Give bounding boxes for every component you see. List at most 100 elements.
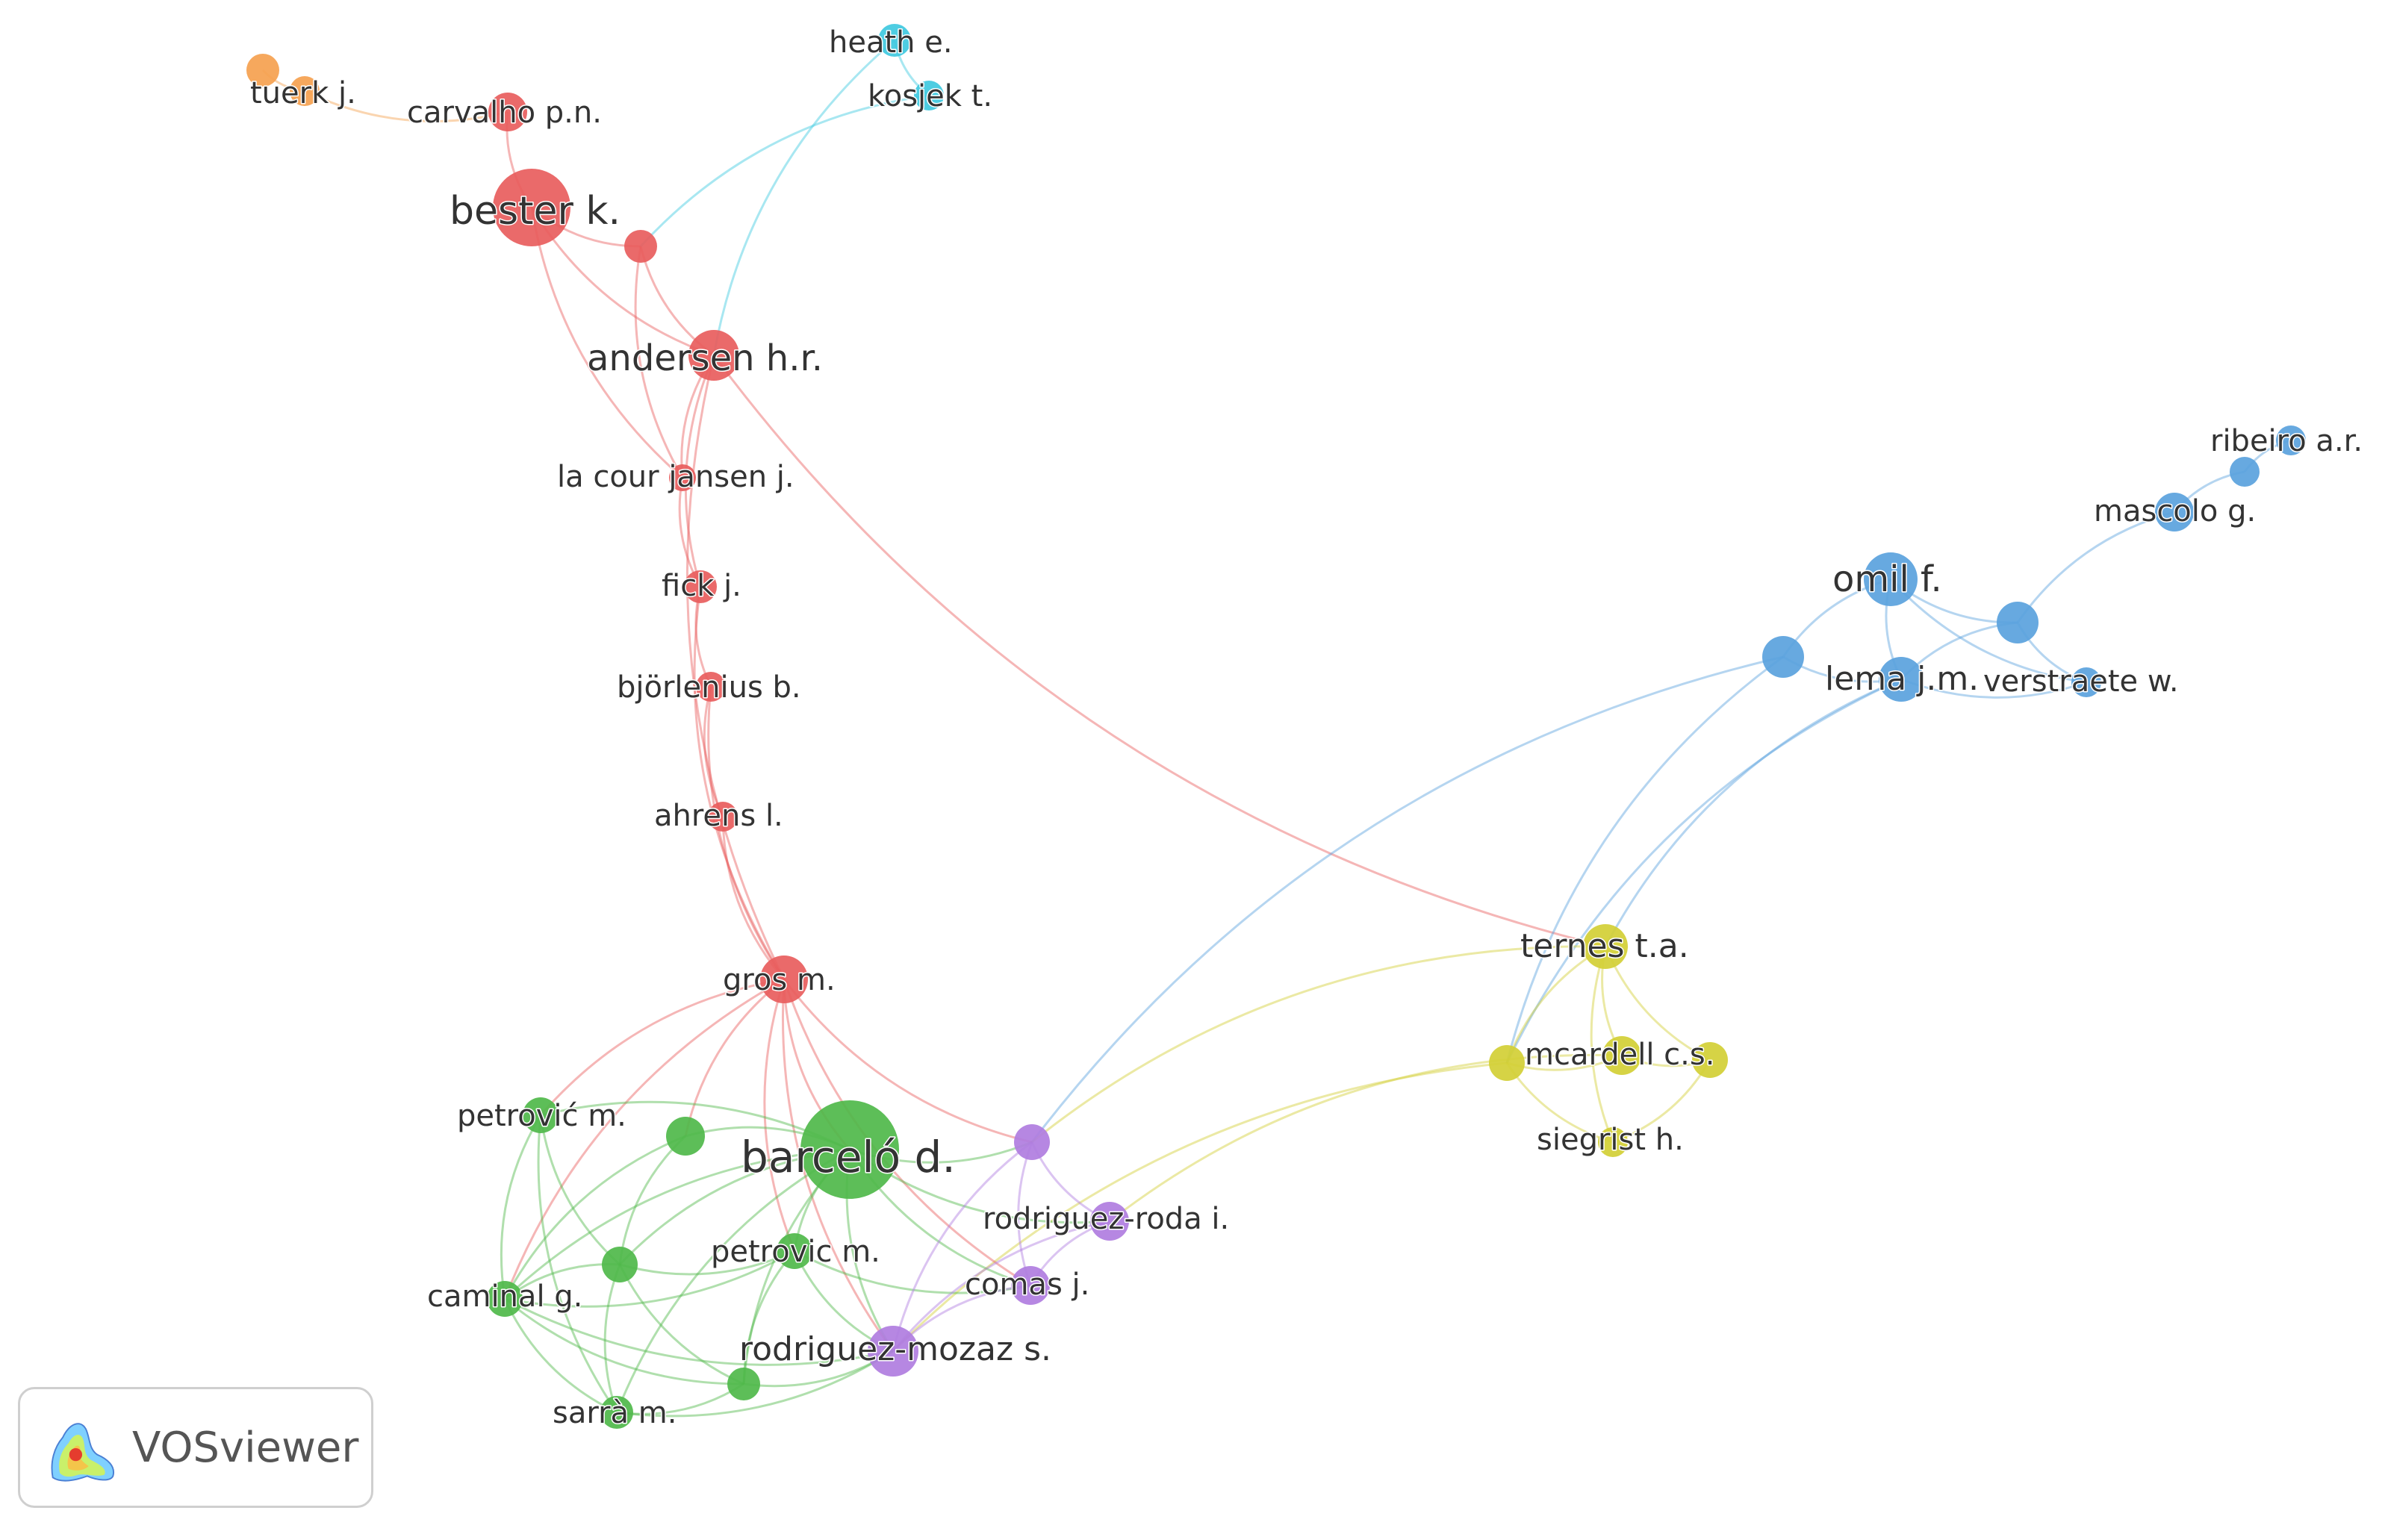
node-label-heath: heath e. — [829, 25, 953, 60]
link-caminal-sarra — [503, 1298, 618, 1414]
link-petrovic1-sarra — [537, 1115, 618, 1413]
node-p_top[interactable] — [1014, 1124, 1050, 1160]
node-label-bjorlenius: björlenius b. — [617, 670, 801, 705]
link-gros-petrovic1 — [539, 978, 785, 1116]
node-ribeiro[interactable] — [2276, 425, 2306, 455]
node-lema[interactable] — [1879, 657, 1924, 702]
node-ternes[interactable] — [1583, 924, 1628, 969]
node-petrovic1[interactable] — [523, 1097, 559, 1133]
link-omil-verstraete — [1889, 578, 2087, 684]
node-gros[interactable] — [760, 956, 808, 1003]
link-ternes-p_top — [1031, 945, 1606, 1144]
link-g_small-caminal — [503, 1135, 686, 1300]
node-b_left[interactable] — [1762, 636, 1804, 678]
node-label-sarra: sarrà m. — [553, 1396, 677, 1430]
link-g_small-g_mid — [618, 1135, 687, 1265]
node-kosjek[interactable] — [914, 81, 944, 110]
node-label-kosjek: kosjek t. — [868, 79, 992, 113]
link-p_top-rodmozaz — [892, 1141, 1033, 1352]
node-g_low[interactable] — [727, 1368, 760, 1400]
node-tuerk2[interactable] — [290, 76, 320, 106]
node-label-lema: lema j.m. — [1825, 660, 1979, 698]
node-bjorlenius[interactable] — [696, 672, 726, 702]
node-label-mascolo: mascolo g. — [2094, 494, 2256, 529]
node-y_left[interactable] — [1489, 1045, 1525, 1081]
node-label-tuerk: tuerk j. — [250, 76, 356, 110]
link-barcelo-sarra — [615, 1148, 851, 1413]
node-verstraete[interactable] — [2071, 667, 2101, 697]
link-lema-y_left — [1505, 678, 1902, 1064]
node-label-verstraete: verstraete w. — [1983, 664, 2179, 699]
node-omil[interactable] — [1864, 552, 1918, 606]
node-label-petrovic1: petrović m. — [457, 1099, 626, 1133]
node-b_mid[interactable] — [1997, 602, 2039, 643]
link-heath-andersen — [712, 39, 895, 356]
link-barcelo-caminal — [503, 1148, 851, 1300]
node-label-barcelo: barceló d. — [741, 1132, 956, 1182]
node-heath[interactable] — [878, 24, 911, 57]
node-label-rodroda: rodriguez-roda i. — [983, 1202, 1229, 1236]
link-andersen-ternes — [712, 355, 1606, 948]
link-fick-gros — [693, 586, 786, 980]
link-gros-petrovic2 — [763, 979, 796, 1252]
node-label-comas: comas j. — [965, 1268, 1089, 1302]
node-rodroda[interactable] — [1090, 1202, 1129, 1241]
brand-name: VOSviewer — [132, 1423, 359, 1472]
node-barcelo[interactable] — [800, 1100, 899, 1199]
node-label-ahrens: ahrens l. — [654, 799, 783, 833]
link-gros-g_small — [684, 978, 785, 1137]
link-g_mid-g_low — [618, 1264, 744, 1385]
node-mcardell[interactable] — [1602, 1036, 1641, 1075]
node-sarra[interactable] — [600, 1396, 633, 1429]
link-g_mid-sarra — [603, 1264, 621, 1413]
vosviewer-badge: VOSviewer — [18, 1387, 373, 1508]
link-r_small-lacour — [634, 246, 684, 478]
node-comas[interactable] — [1011, 1266, 1050, 1305]
link-petrovic1-caminal — [500, 1115, 542, 1300]
link-petrovic2-g_low — [742, 1250, 796, 1385]
link-kosjek-r_small — [639, 94, 930, 248]
link-petrovic2-comas — [794, 1250, 1031, 1294]
node-siegrist[interactable] — [1598, 1127, 1628, 1157]
node-g_small[interactable] — [666, 1117, 705, 1156]
link-mascolo-b_mid — [2016, 511, 2175, 623]
node-label-gros: gros m. — [723, 963, 836, 997]
node-fick[interactable] — [684, 570, 717, 603]
node-mascolo[interactable] — [2155, 493, 2194, 531]
link-lema-verstraete — [1900, 678, 2087, 699]
node-label-rodmozaz: rodriguez-mozaz s. — [739, 1330, 1051, 1368]
node-label-bester: bester k. — [450, 189, 621, 234]
node-r_small[interactable] — [624, 230, 657, 263]
node-rodmozaz[interactable] — [868, 1326, 918, 1377]
network-links — [261, 39, 2292, 1418]
link-b_left-y_left — [1505, 655, 1784, 1064]
node-lacour[interactable] — [669, 464, 696, 491]
link-b_left-p_top — [1030, 655, 1784, 1143]
link-y_left-rodmozaz — [892, 1062, 1508, 1353]
node-y_right[interactable] — [1692, 1042, 1728, 1078]
node-g_mid[interactable] — [602, 1247, 638, 1282]
network-labels: tuerk j.carvalho p.n.bester k.andersen h… — [249, 25, 2364, 1432]
node-b_small[interactable] — [2230, 457, 2260, 487]
network-nodes — [246, 24, 2306, 1429]
node-carvalho[interactable] — [488, 93, 527, 131]
node-label-petrovic2: petrovic m. — [711, 1235, 880, 1269]
link-caminal-g_low — [504, 1297, 744, 1385]
link-ternes-siegrist — [1590, 946, 1614, 1143]
node-andersen[interactable] — [688, 330, 739, 381]
node-caminal[interactable] — [487, 1281, 523, 1317]
node-label-lacour: la cour jansen j. — [557, 460, 794, 494]
link-ahrens-gros — [721, 816, 786, 980]
link-caminal-rodmozaz — [504, 1297, 894, 1366]
node-tuerk[interactable] — [246, 54, 279, 87]
node-ahrens[interactable] — [708, 802, 738, 832]
node-petrovic2[interactable] — [777, 1233, 812, 1269]
node-bester[interactable] — [493, 169, 570, 246]
link-bester-lacour — [530, 207, 683, 479]
link-caminal-petrovic2 — [504, 1250, 795, 1308]
link-mcardell-rodroda — [1109, 1053, 1623, 1223]
node-label-carvalho: carvalho p.n. — [407, 96, 602, 130]
vosviewer-logo-icon — [51, 1423, 115, 1482]
node-label-ternes: ternes t.a. — [1520, 927, 1689, 965]
